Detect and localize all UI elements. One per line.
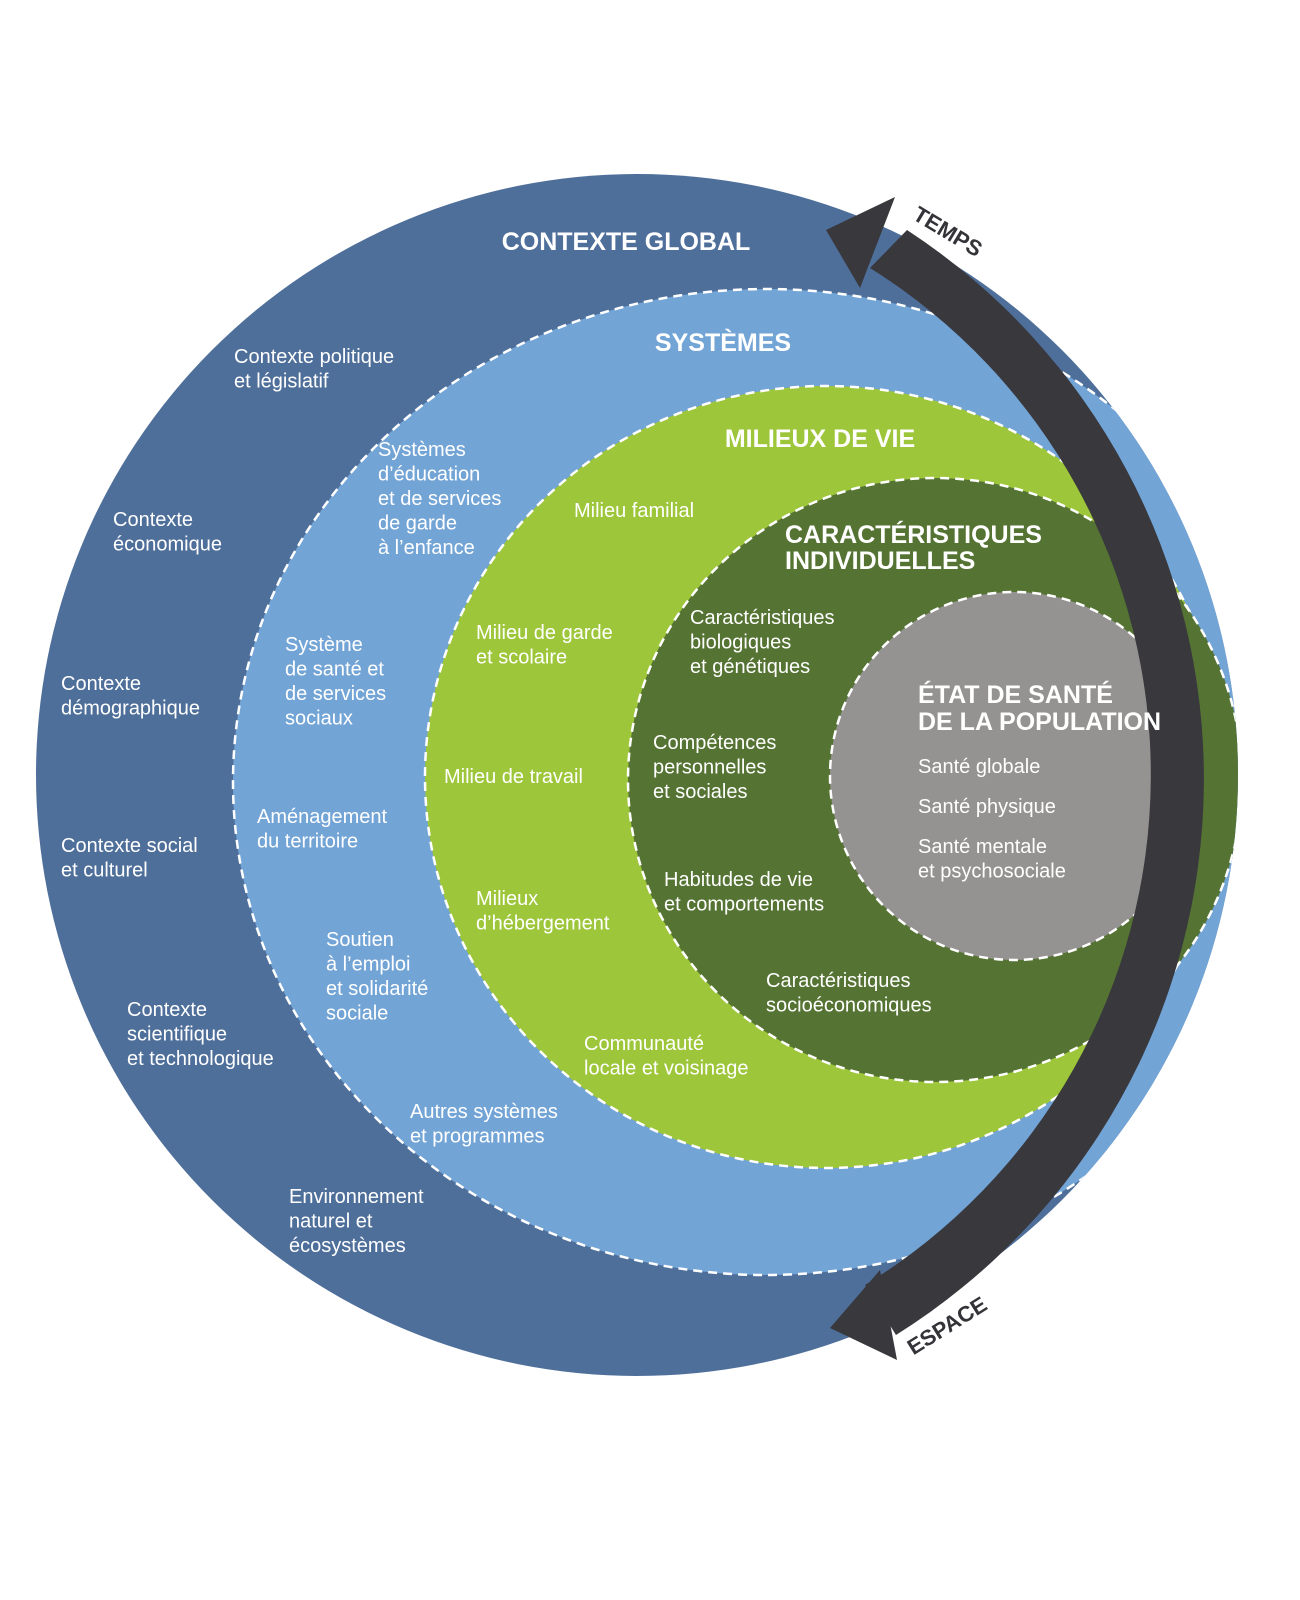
living-environments-title: MILIEUX DE VIE <box>725 425 915 453</box>
global-context-title: CONTEXTE GLOBAL <box>502 228 751 256</box>
systems-title: SYSTÈMES <box>655 328 791 357</box>
arrow-head-up-icon <box>826 197 895 288</box>
individual-characteristics-title: CARACTÉRISTIQUES INDIVIDUELLES <box>785 520 1049 575</box>
health-item: Santé globale <box>918 756 1040 778</box>
health-item: Santé physique <box>918 796 1056 818</box>
arrow-band <box>865 230 1204 1335</box>
living-item: Milieu familial <box>574 500 694 522</box>
living-item: Milieu de travail <box>444 766 583 788</box>
population-health-title: ÉTAT DE SANTÉ DE LA POPULATION <box>918 680 1161 736</box>
arrow-head-down-icon <box>830 1270 897 1360</box>
